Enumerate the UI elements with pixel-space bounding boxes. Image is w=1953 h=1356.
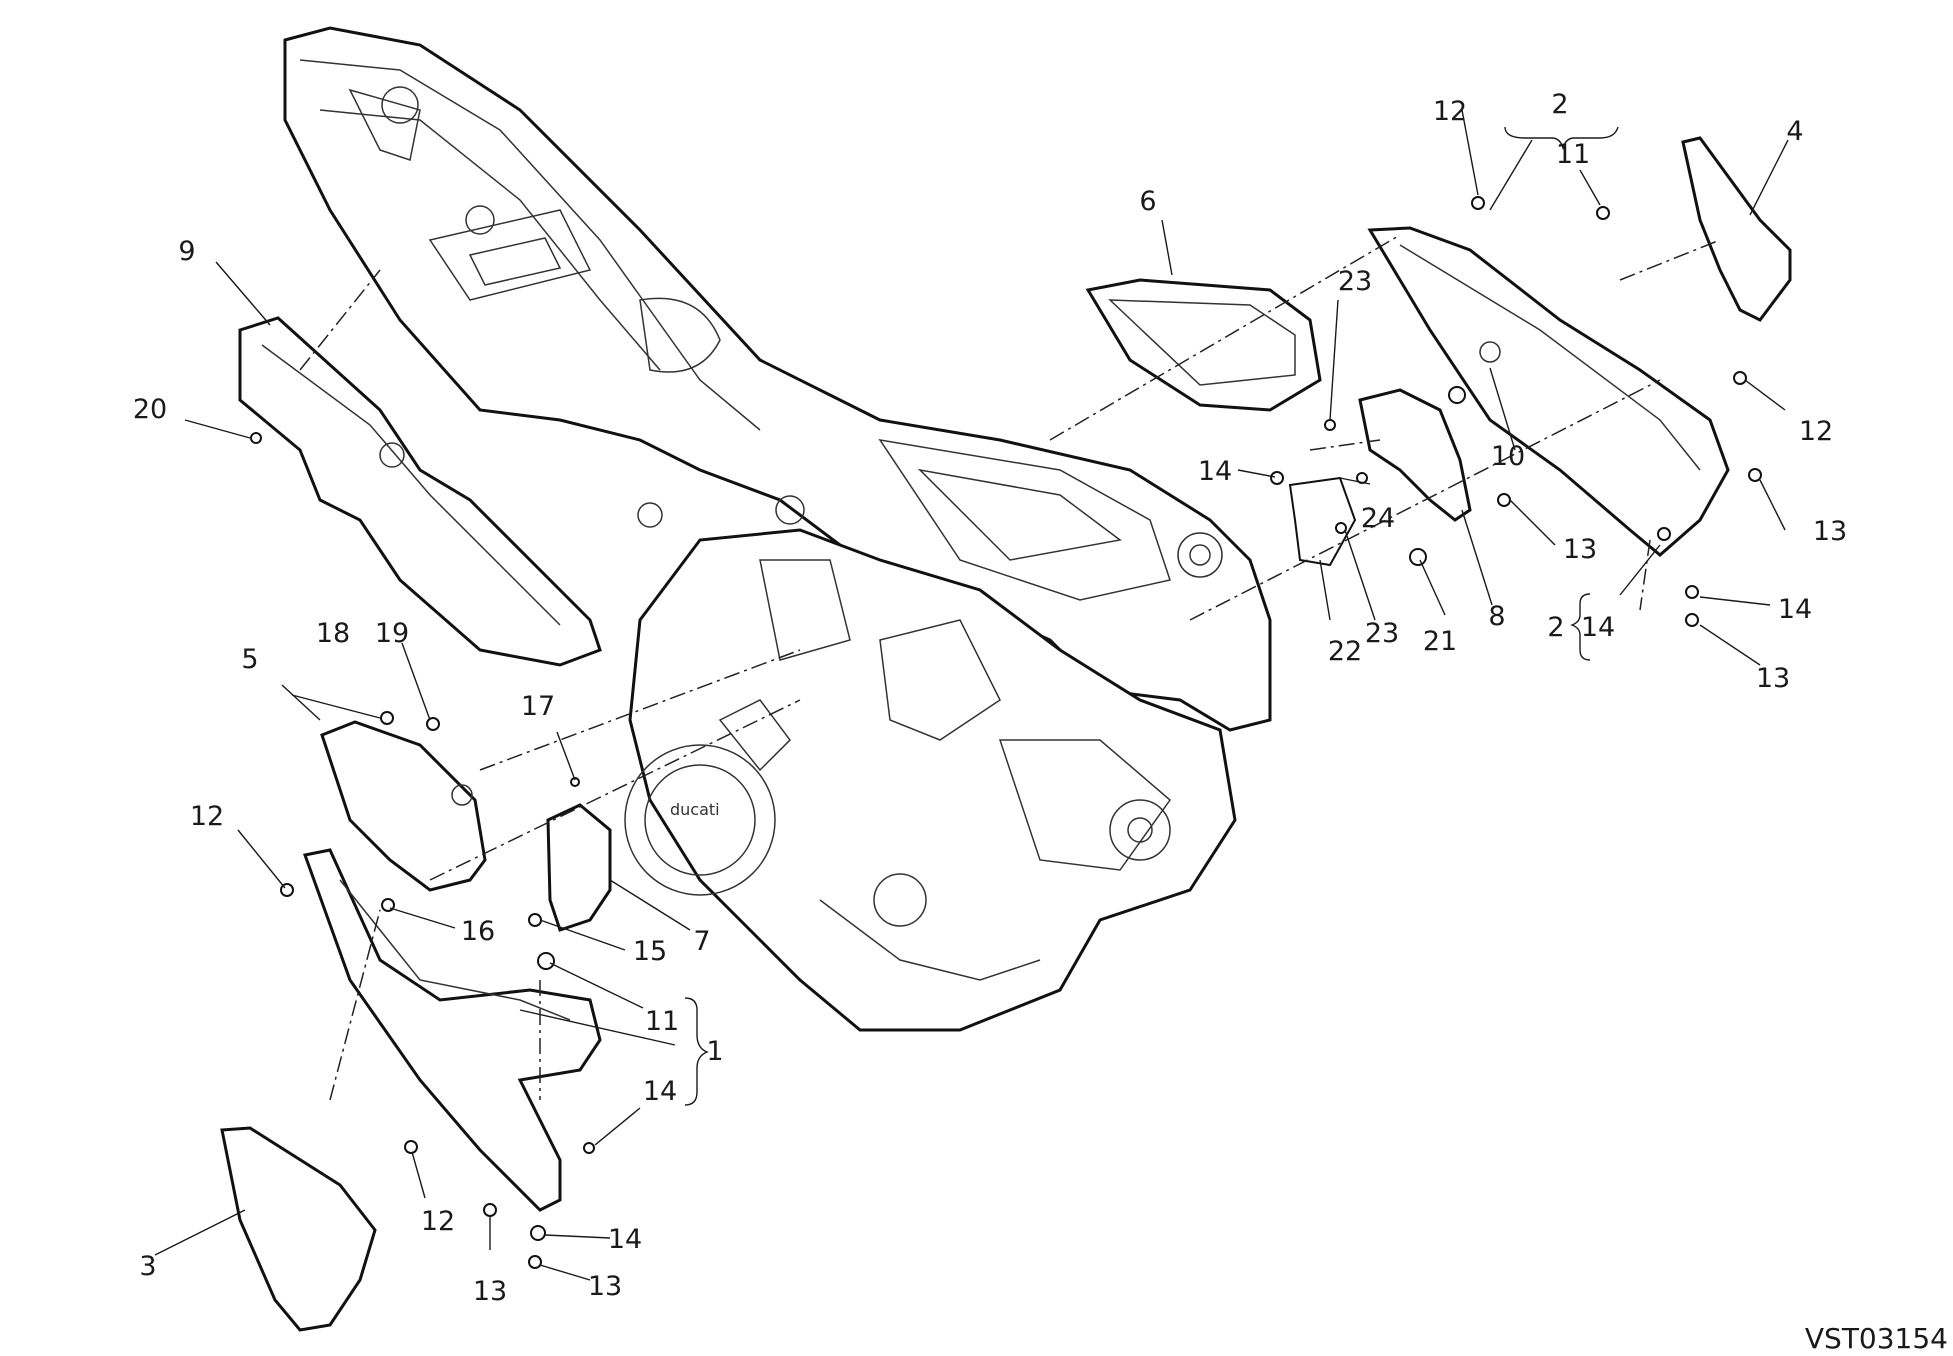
callout-10: 10 xyxy=(1491,441,1525,472)
callout-17: 17 xyxy=(521,691,555,722)
callout-13-mid: 13 xyxy=(1563,534,1597,565)
callout-16: 16 xyxy=(461,916,495,947)
callout-11-top: 11 xyxy=(1556,139,1590,170)
callout-23-mid: 23 xyxy=(1365,618,1399,649)
callout-18: 18 xyxy=(316,618,350,649)
callout-12-left: 12 xyxy=(190,801,224,832)
part-1-fairing xyxy=(302,848,602,1212)
callout-8: 8 xyxy=(1488,601,1505,632)
callout-1: 1 xyxy=(706,1036,723,1067)
callout-5: 5 xyxy=(241,644,258,675)
callout-20: 20 xyxy=(133,394,167,425)
assembly-axis-lines xyxy=(299,234,1721,1101)
part-7-cover xyxy=(546,803,612,932)
callout-14-right-b: 14 xyxy=(1778,594,1812,625)
callout-12-bottom: 12 xyxy=(421,1206,455,1237)
callout-3: 3 xyxy=(139,1251,156,1282)
callout-9: 9 xyxy=(178,236,195,267)
callout-14-bottom: 14 xyxy=(608,1224,642,1255)
callout-13-bottom-b: 13 xyxy=(588,1271,622,1302)
drawing-code: VST03154 xyxy=(1805,1322,1948,1355)
part-9-cover xyxy=(238,316,602,667)
callout-11-left: 11 xyxy=(645,1006,679,1037)
part-2-fairing xyxy=(1367,226,1730,557)
callout-24: 24 xyxy=(1361,503,1395,534)
group-braces xyxy=(684,126,1619,1106)
frame-engine-assembly: ducati xyxy=(283,26,1272,1032)
callout-14-mid: 14 xyxy=(1198,456,1232,487)
callout-14-left: 14 xyxy=(643,1076,677,1107)
svg-text:ducati: ducati xyxy=(670,800,720,819)
callout-2-right: 2 xyxy=(1547,612,1564,643)
part-8-bracket xyxy=(1358,388,1472,522)
callout-7: 7 xyxy=(693,926,710,957)
part-5-cover xyxy=(320,720,487,892)
part-3-panel xyxy=(220,1126,377,1332)
callout-22: 22 xyxy=(1328,636,1362,667)
leader-lines xyxy=(154,109,1789,1281)
callout-4: 4 xyxy=(1786,116,1803,147)
callout-13-bottom-a: 13 xyxy=(473,1276,507,1307)
callout-14-right: 14 xyxy=(1581,612,1615,643)
callout-13-right-low: 13 xyxy=(1756,663,1790,694)
callout-13-right: 13 xyxy=(1813,516,1847,547)
callout-19: 19 xyxy=(375,618,409,649)
callout-12-top: 12 xyxy=(1433,96,1467,127)
callout-labels: 2 12 11 4 6 23 9 20 10 12 14 24 13 13 8 … xyxy=(133,89,1847,1307)
part-6-panel xyxy=(1085,278,1322,412)
callout-12-right: 12 xyxy=(1799,416,1833,447)
callout-15: 15 xyxy=(633,936,667,967)
callout-23-top: 23 xyxy=(1338,266,1372,297)
callout-2-top: 2 xyxy=(1551,89,1568,120)
fastener-symbols xyxy=(250,196,1762,1269)
part-4-cover xyxy=(1681,136,1792,322)
callout-21: 21 xyxy=(1423,626,1457,657)
callout-6: 6 xyxy=(1139,186,1156,217)
